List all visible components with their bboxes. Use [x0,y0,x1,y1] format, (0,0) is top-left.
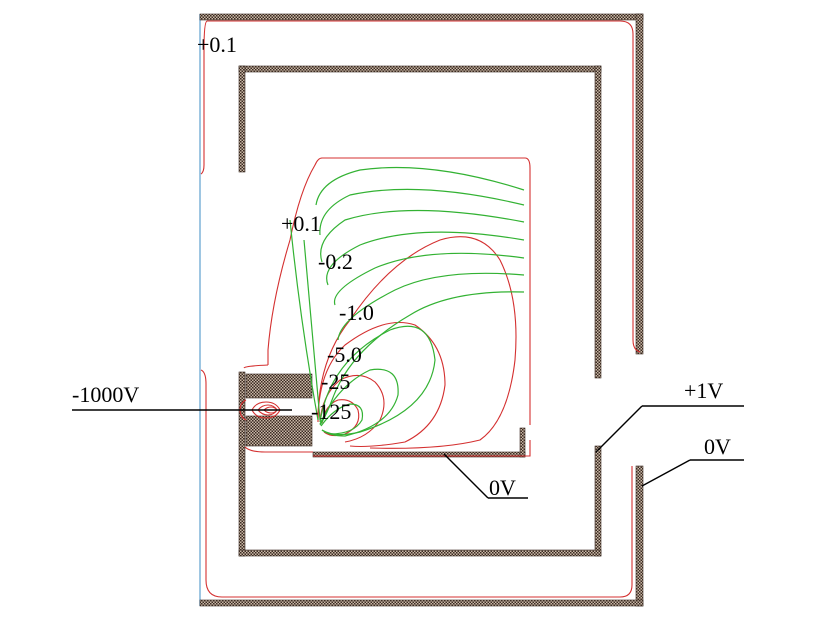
mid-electrode-voltage-label: +1V [684,378,723,403]
inner-box-leader [443,453,489,499]
equipotential-label-minus-5-0: -5.0 [327,342,362,367]
green-equipotentials [289,166,525,437]
outer-box-voltage-label: 0V [704,434,731,459]
equipotential-label-minus-25: -25 [321,369,350,394]
outer-equipotential-label: +0.1 [197,32,237,57]
equipotential-label-minus-1-0: -1.0 [339,300,374,325]
source-electrode [245,373,313,447]
equipotential-label-minus-0-2: -0.2 [318,249,353,274]
middle-electrode [238,65,602,557]
outer-box-leader [641,459,691,487]
inner-box-voltage-label: 0V [489,475,516,500]
equipotential-label-plus-0-1: +0.1 [281,211,321,236]
mid-electrode-leader [595,405,643,453]
outer-electrode [199,13,644,607]
equipotential-label-minus-125: -125 [311,399,351,424]
inner-box-electrode [312,427,526,458]
source-voltage-label: -1000V [72,382,139,407]
